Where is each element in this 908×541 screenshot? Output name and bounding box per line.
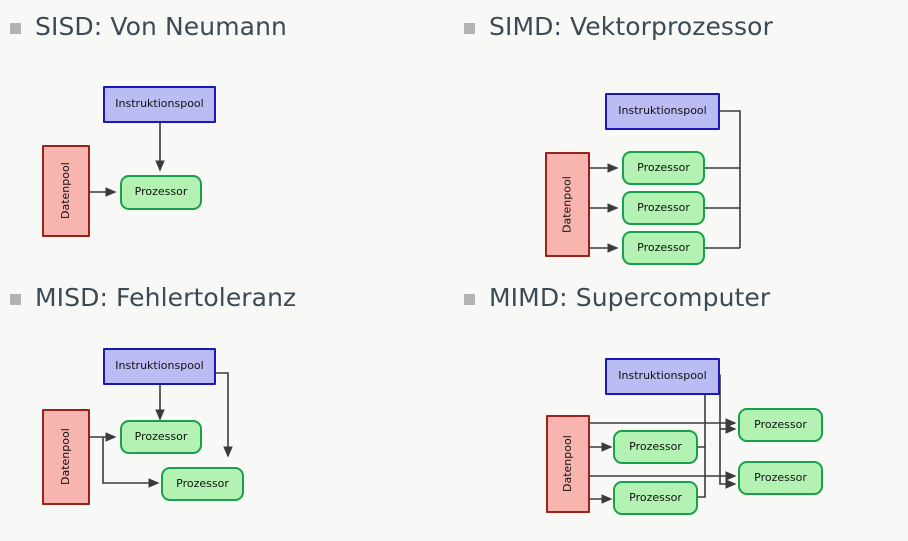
arrow-data-to-left-proc-2 (588, 476, 613, 504)
node-label: Instruktionspool (115, 97, 204, 111)
node-label: Prozessor (754, 417, 807, 431)
node-label: Prozessor (629, 439, 682, 453)
node-label: Datenpool (560, 176, 574, 233)
arrow-instr-to-left-proc-2 (663, 389, 706, 502)
bullet-square-icon (10, 294, 21, 305)
node-processor-1: Prozessor (120, 175, 202, 210)
node-processor-2: Prozessor (622, 191, 705, 225)
headline-text: SIMD: Vektorprozessor (489, 12, 773, 41)
node-label: Datenpool (58, 428, 72, 486)
node-label: Instruktionspool (115, 359, 204, 373)
bullet-square-icon (10, 23, 21, 34)
node-instruction-pool: Instruktionspool (103, 348, 216, 385)
headline-text: SISD: Von Neumann (35, 12, 287, 41)
node-label: Prozessor (134, 429, 188, 443)
arrow-data-to-proc-2 (102, 437, 160, 488)
headline-mimd: MIMD: Supercomputer (464, 285, 770, 310)
bullet-square-icon (464, 23, 475, 34)
node-processor-2: Prozessor (161, 467, 244, 501)
node-instruction-pool: Instruktionspool (605, 93, 720, 130)
node-data-pool: Datenpool (42, 409, 90, 505)
node-processor-1: Prozessor (622, 151, 705, 185)
node-label: Instruktionspool (618, 104, 707, 118)
bullet-square-icon (464, 294, 475, 305)
node-instruction-pool: Instruktionspool (103, 86, 216, 123)
node-data-pool: Datenpool (42, 145, 90, 237)
headline-simd: SIMD: Vektorprozessor (464, 14, 773, 39)
arrow-instr-to-right-proc-2 (719, 429, 737, 489)
node-label: Prozessor (637, 200, 690, 214)
node-processor-3: Prozessor (622, 231, 705, 265)
quadrant-simd: SIMD: Vektorprozessor (454, 0, 908, 270)
arrow-instr-to-proc-2 (216, 372, 233, 458)
headline-misd: MISD: Fehlertoleranz (10, 285, 296, 310)
node-label: Prozessor (637, 240, 690, 254)
node-label: Prozessor (637, 160, 690, 174)
node-label: Prozessor (134, 185, 188, 199)
node-instruction-pool: Instruktionspool (605, 358, 720, 395)
node-processor-left-2: Prozessor (613, 481, 698, 515)
quadrant-mimd: MIMD: Supercomputer (454, 271, 908, 541)
arrow-data-to-left-proc-1 (588, 423, 613, 452)
node-processor-left-1: Prozessor (613, 430, 698, 464)
quadrant-sisd: SISD: Von Neumann Instruktionspool Daten… (0, 0, 454, 270)
node-processor-1: Prozessor (120, 420, 202, 454)
node-label: Prozessor (176, 476, 229, 490)
bus-instruction-outer (660, 374, 721, 429)
node-label: Datenpool (560, 435, 574, 493)
node-processor-right-2: Prozessor (738, 461, 823, 495)
headline-text: MISD: Fehlertoleranz (35, 283, 297, 312)
node-data-pool: Datenpool (546, 415, 590, 513)
bus-instruction (720, 110, 741, 248)
node-data-pool: Datenpool (545, 152, 590, 257)
headline-text: MIMD: Supercomputer (489, 283, 771, 312)
node-label: Prozessor (629, 490, 682, 504)
node-processor-right-1: Prozessor (738, 408, 823, 442)
headline-sisd: SISD: Von Neumann (10, 14, 287, 39)
node-label: Datenpool (58, 162, 72, 220)
node-label: Prozessor (754, 470, 807, 484)
node-label: Instruktionspool (618, 369, 707, 383)
quadrant-misd: MISD: Fehlertoleranz Instruktionsp (0, 271, 454, 541)
